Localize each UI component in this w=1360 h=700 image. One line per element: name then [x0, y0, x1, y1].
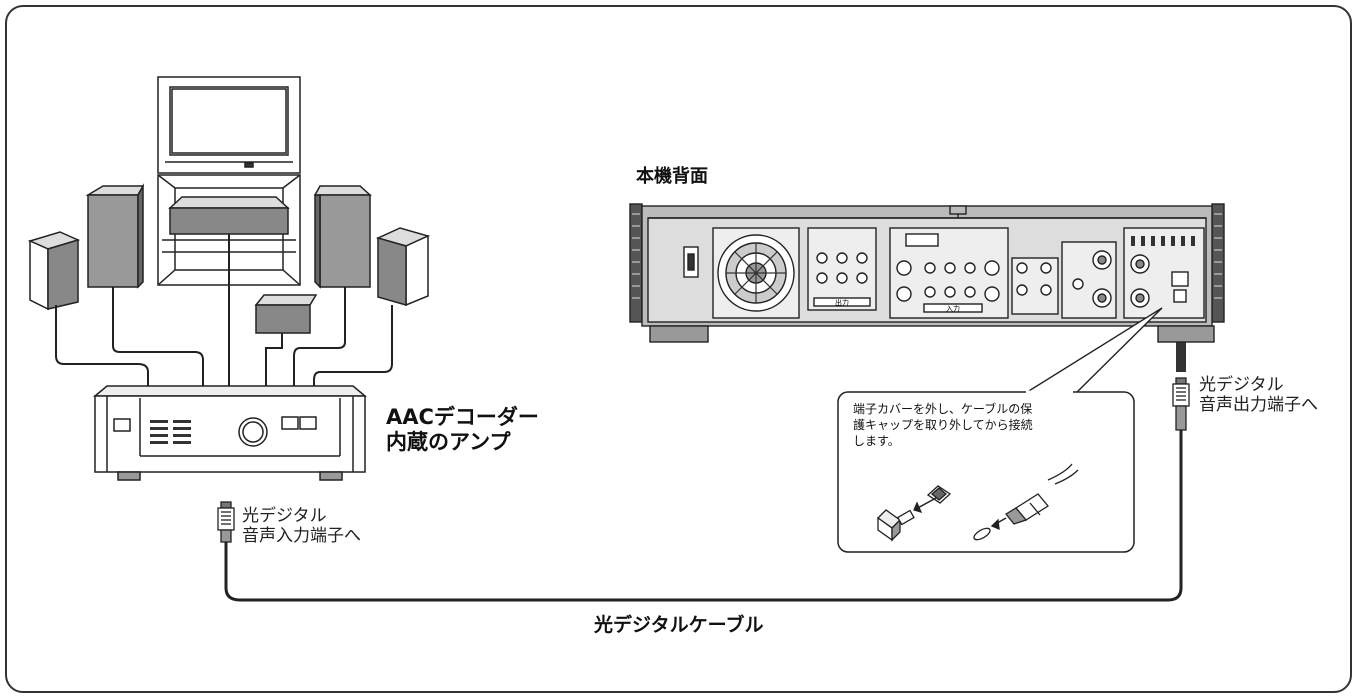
speaker-front-right	[313, 185, 372, 289]
recorder-rear-panel	[629, 203, 1225, 343]
callout-note-line1: 端子カバーを外し、ケーブルの保	[853, 402, 1033, 416]
center-speaker	[168, 196, 290, 235]
callout-note-line3: します。	[853, 434, 900, 449]
output-terminal-label: 光デジタル 音声出力端子へ	[1199, 375, 1318, 416]
rear-view-label: 本機背面	[636, 166, 708, 187]
subwoofer	[254, 294, 318, 334]
output-plug	[1172, 377, 1190, 431]
amplifier-label-line2: 内蔵のアンプ	[386, 430, 511, 455]
speaker-wires	[55, 234, 393, 396]
panel-output-label: 出力	[835, 298, 849, 307]
input-terminal-line2: 音声入力端子へ	[242, 526, 361, 547]
speaker-rear-left	[27, 231, 81, 311]
input-terminal-line1: 光デジタル	[242, 506, 327, 526]
amplifier-label: AACデコーダー 内蔵のアンプ	[386, 405, 539, 455]
callout-box	[837, 391, 1135, 553]
optical-cable	[224, 430, 1183, 602]
output-terminal-line1: 光デジタル	[1199, 375, 1284, 395]
speaker-front-left	[85, 183, 145, 289]
diagram-frame	[5, 5, 1352, 693]
callout-note: 端子カバーを外し、ケーブルの保 護キャップを取り外してから接続 します。	[853, 401, 1133, 450]
input-plug	[217, 501, 235, 543]
terminal-cover-icon	[876, 485, 952, 542]
av-amplifier	[92, 385, 368, 481]
output-terminal-line2: 音声出力端子へ	[1199, 395, 1318, 416]
speaker-rear-right	[375, 227, 431, 307]
television	[157, 76, 301, 174]
protective-cap-icon	[973, 463, 1079, 541]
panel-input-label: 入力	[946, 304, 960, 313]
amplifier-label-line1: AACデコーダー	[386, 405, 539, 429]
cable-label: 光デジタルケーブル	[594, 614, 764, 636]
callout-note-line2: 護キャップを取り外してから接続	[853, 418, 1033, 433]
input-terminal-label: 光デジタル 音声入力端子へ	[242, 506, 361, 547]
